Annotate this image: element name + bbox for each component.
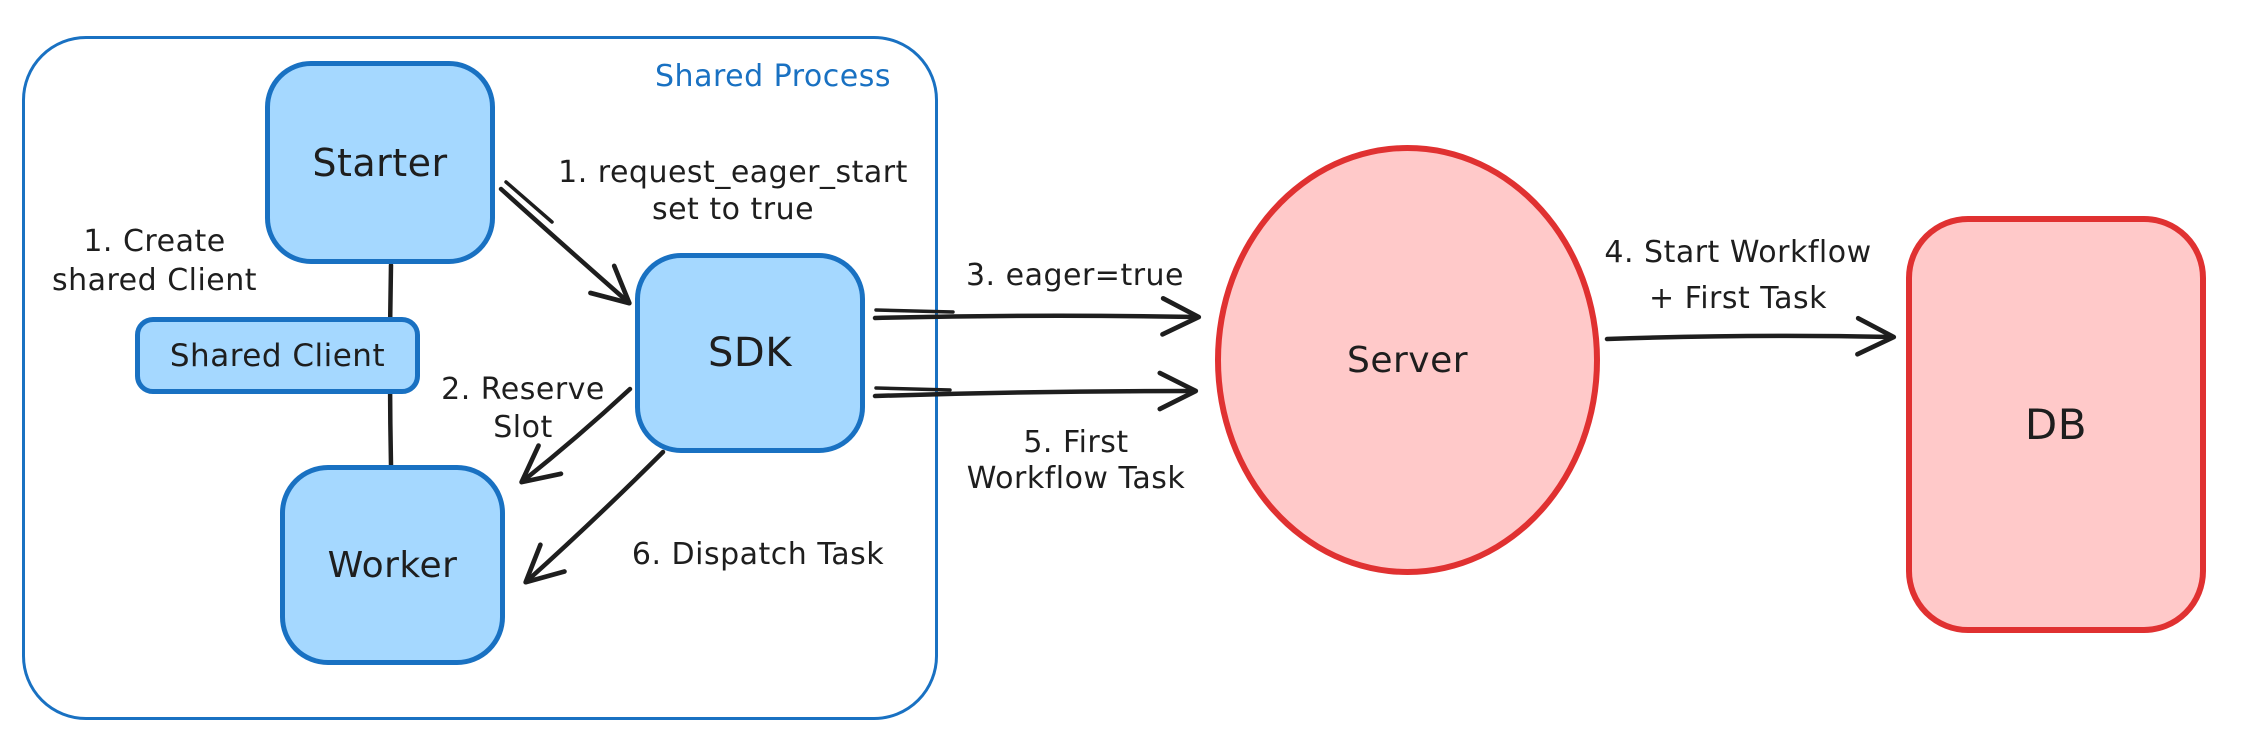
node-label: DB <box>2024 400 2088 449</box>
annotation-line: 4. Start Workflow <box>1604 235 1872 270</box>
node-label: Worker <box>327 544 458 586</box>
node-label: Shared Client <box>169 337 386 374</box>
annotation-line: Slot <box>493 410 553 445</box>
node-starter: Starter <box>265 61 495 264</box>
arrow-server-to-db <box>1604 315 1897 357</box>
node-label: Starter <box>312 140 448 185</box>
annotation-request-eager-start: 1. request_eager_start set to true <box>540 154 926 228</box>
annotation-reserve-slot: 2. Reserve Slot <box>423 371 623 447</box>
node-db: DB <box>1906 216 2206 633</box>
node-shared-client: Shared Client <box>135 317 420 394</box>
annotation-create-shared-client: 1. Create shared Client <box>32 222 277 300</box>
shared-process-container <box>22 36 938 720</box>
annotation-line: shared Client <box>51 263 258 298</box>
annotation-eager-true: 3. eager=true <box>965 258 1185 293</box>
node-sdk: SDK <box>635 253 865 453</box>
annotation-line: + First Task <box>1648 281 1828 316</box>
annotation-first-workflow-task: 5. First Workflow Task <box>951 425 1201 497</box>
node-worker: Worker <box>280 465 505 665</box>
node-label: SDK <box>708 330 792 376</box>
annotation-start-workflow-first-task: 4. Start Workflow + First Task <box>1593 230 1883 322</box>
shared-process-label: Shared Process <box>655 59 891 94</box>
node-label: Server <box>1346 339 1469 381</box>
annotation-line: 2. Reserve <box>441 372 605 407</box>
annotation-dispatch-task: 6. Dispatch Task <box>631 537 885 572</box>
annotation-line: set to true <box>651 192 815 227</box>
node-server: Server <box>1215 145 1600 575</box>
annotation-line: 5. First <box>1023 425 1129 460</box>
annotation-line: 1. Create <box>83 224 226 259</box>
annotation-line: 1. request_eager_start <box>558 155 908 190</box>
annotation-line: Workflow Task <box>966 461 1186 496</box>
